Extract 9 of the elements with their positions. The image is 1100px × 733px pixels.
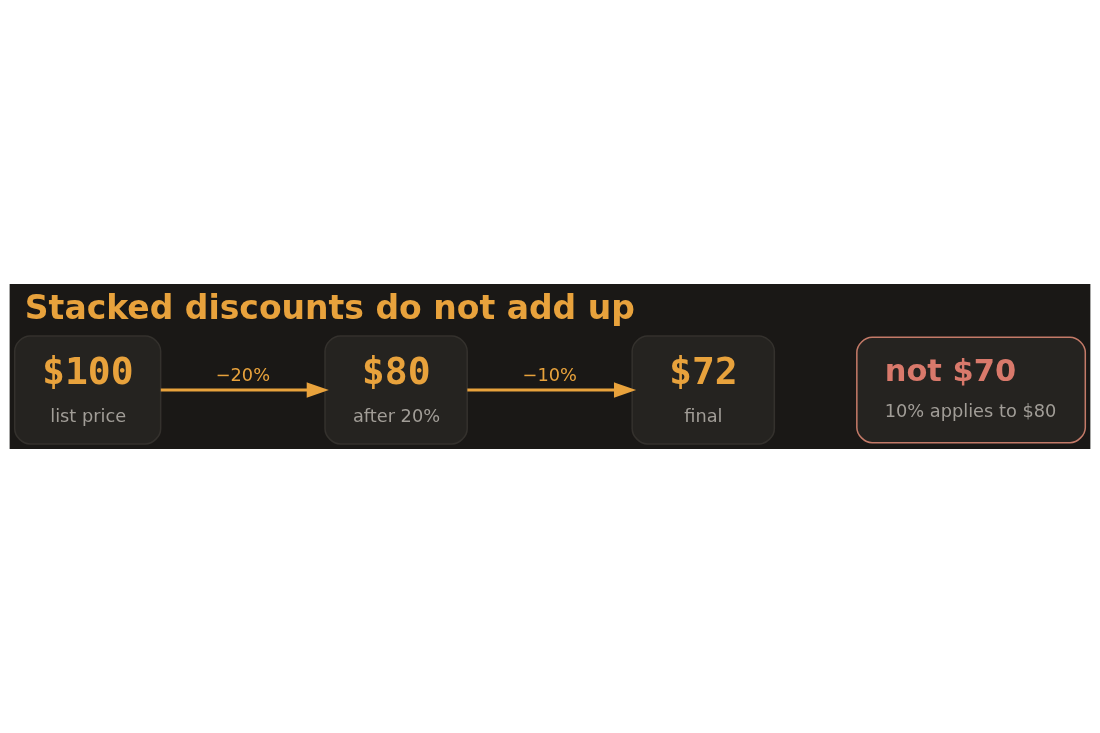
node-box: $100 list price bbox=[13, 335, 162, 445]
arrow bbox=[160, 382, 329, 398]
edge-label: −10% bbox=[522, 365, 577, 386]
arrow bbox=[467, 382, 637, 398]
node-box: not $70 10% applies to $80 bbox=[856, 336, 1087, 444]
node-box: $80 after 20% bbox=[324, 335, 468, 445]
node-box: $72 final bbox=[631, 335, 776, 445]
edge-label: −20% bbox=[215, 365, 271, 386]
diagram-title: Stacked discounts do not add up bbox=[24, 288, 635, 328]
